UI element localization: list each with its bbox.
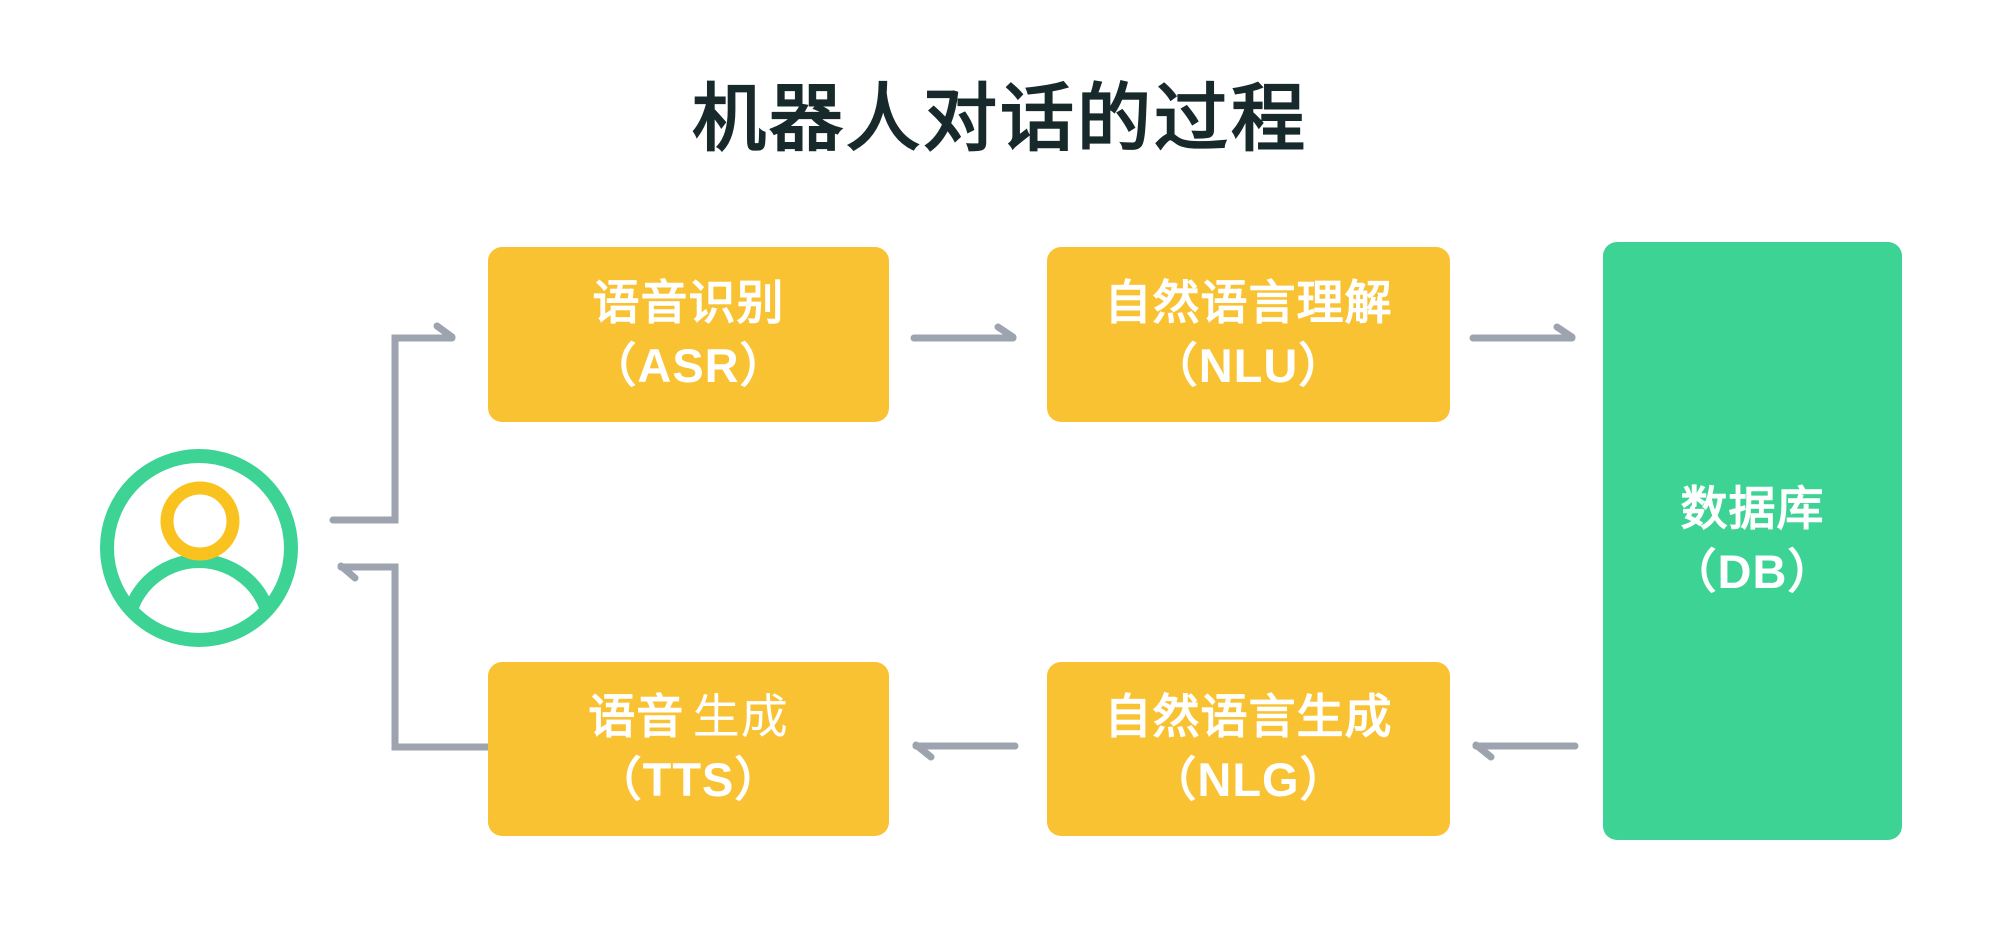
node-db: 数据库 （DB） bbox=[1603, 242, 1902, 840]
node-nlu-label: 自然语言理解 bbox=[1104, 275, 1393, 329]
arrow-user-to-asr bbox=[329, 322, 456, 524]
page-title: 机器人对话的过程 bbox=[692, 77, 1308, 160]
user-avatar-icon bbox=[94, 443, 304, 653]
node-db-abbr: （DB） bbox=[1669, 545, 1836, 598]
avatar-shoulders bbox=[120, 554, 278, 634]
arrow-tts-to-user bbox=[337, 562, 493, 751]
node-tts-label-light: 生成 bbox=[692, 690, 789, 744]
node-tts-abbr: （TTS） bbox=[594, 753, 783, 806]
node-tts: 语音生成 （TTS） bbox=[488, 662, 889, 836]
node-db-label: 数据库 bbox=[1680, 482, 1825, 536]
arrow-nlg-to-tts bbox=[912, 741, 1019, 761]
node-tts-label: 语音生成 bbox=[588, 686, 788, 749]
arrow-nlu-to-db bbox=[1469, 323, 1576, 342]
arrow-asr-to-nlu bbox=[910, 323, 1017, 342]
node-nlg-abbr: （NLG） bbox=[1149, 753, 1348, 806]
node-asr-abbr: （ASR） bbox=[589, 338, 788, 392]
node-tts-label-bold: 语音 bbox=[588, 690, 685, 744]
arrow-db-to-nlg bbox=[1472, 741, 1579, 761]
avatar-head bbox=[160, 481, 240, 561]
node-nlu: 自然语言理解 （NLU） bbox=[1047, 247, 1450, 422]
node-nlu-abbr: （NLU） bbox=[1150, 338, 1347, 392]
node-nlg: 自然语言生成 （NLG） bbox=[1047, 662, 1450, 836]
node-nlg-label: 自然语言生成 bbox=[1104, 690, 1393, 744]
node-asr-label: 语音识别 bbox=[592, 275, 785, 329]
node-asr: 语音识别 （ASR） bbox=[488, 247, 889, 422]
